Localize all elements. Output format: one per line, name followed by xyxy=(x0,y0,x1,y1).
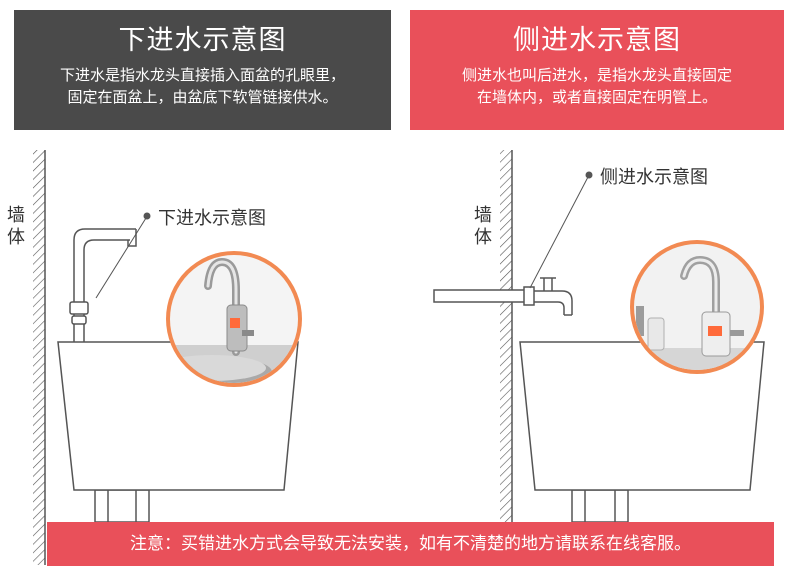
left-wall xyxy=(33,150,46,565)
right-wall-label: 墙体 xyxy=(474,205,492,248)
right-callout-leader xyxy=(529,171,593,289)
side-inlet-desc-line1: 侧进水也叫后进水，是指水龙头直接固定 xyxy=(461,66,732,84)
right-basin xyxy=(519,341,765,523)
side-inlet-header: 侧进水示意图 侧进水也叫后进水，是指水龙头直接固定 在墙体内，或者直接固定在明管… xyxy=(410,10,784,130)
side-inlet-desc-line2: 在墙体内，或者直接固定在明管上。 xyxy=(476,88,717,106)
bottom-inlet-title: 下进水示意图 xyxy=(118,25,287,56)
bottom-inlet-faucet xyxy=(69,228,137,342)
side-inlet-faucet xyxy=(433,277,573,316)
side-inlet-description: 侧进水也叫后进水，是指水龙头直接固定 在墙体内，或者直接固定在明管上。 xyxy=(424,64,770,108)
bottom-inlet-desc-line2: 固定在面盆上，由盆底下软管链接供水。 xyxy=(67,88,338,106)
right-callout-label: 侧进水示意图 xyxy=(600,167,708,188)
notice-bar: 注意：买错进水方式会导致无法安装，如有不清楚的地方请联系在线客服。 xyxy=(47,522,774,566)
left-callout-leader xyxy=(95,212,151,299)
bottom-inlet-header: 下进水示意图 下进水是指水龙头直接插入面盆的孔眼里， 固定在面盆上，由盆底下软管… xyxy=(14,10,391,130)
side-inlet-title: 侧进水示意图 xyxy=(513,25,681,56)
left-wall-label: 墙体 xyxy=(7,205,25,248)
bottom-inlet-description: 下进水是指水龙头直接插入面盆的孔眼里， 固定在面盆上，由盆底下软管链接供水。 xyxy=(28,64,377,108)
right-wall xyxy=(500,150,513,565)
bottom-inlet-desc-line1: 下进水是指水龙头直接插入面盆的孔眼里， xyxy=(59,66,345,84)
side-inlet-faucet-photo xyxy=(630,240,764,374)
left-callout-label: 下进水示意图 xyxy=(158,208,266,229)
